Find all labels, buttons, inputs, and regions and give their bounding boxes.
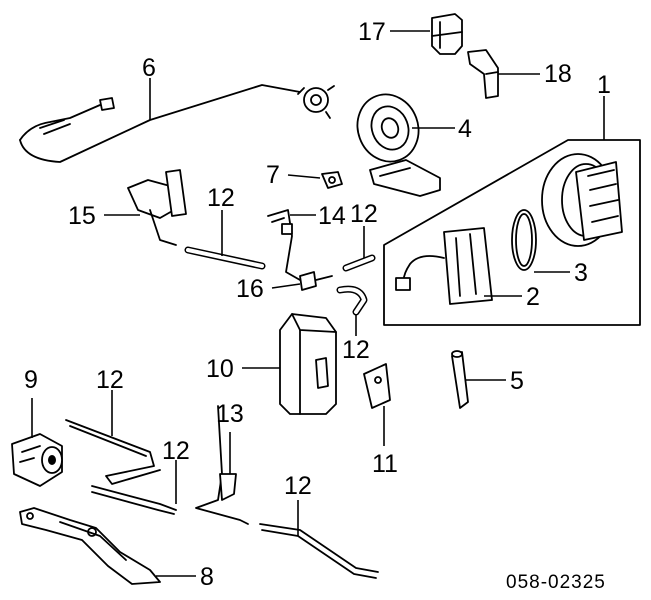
part-9-pulley (11, 433, 63, 487)
callout-16: 16 (236, 275, 264, 303)
part-2-field-coil (395, 227, 493, 305)
part-11-bracket (363, 363, 391, 409)
callout-14: 14 (318, 202, 346, 230)
callout-1: 1 (597, 71, 611, 99)
callout-9: 9 (24, 366, 38, 394)
part-15-bracket (127, 169, 187, 246)
callout-10: 10 (206, 355, 234, 383)
callout-4: 4 (458, 115, 472, 143)
part-8-bracket-arm (19, 507, 161, 585)
part-1-clutch-pulley (541, 153, 623, 247)
callout-17: 17 (358, 18, 386, 46)
part-4-pulley-bracket (356, 93, 441, 197)
callout-12e: 12 (162, 437, 190, 465)
callout-7: 7 (266, 161, 280, 189)
part-6-cable (19, 84, 335, 163)
leader-16 (271, 283, 301, 289)
part-1-assembly-frame (383, 139, 641, 326)
part-14-pipe (267, 209, 301, 281)
part-7-clip (321, 171, 343, 189)
part-12-rod-d (65, 419, 161, 485)
part-5-tube (451, 350, 469, 409)
part-12-hose-e (91, 485, 177, 515)
callout-12b: 12 (350, 200, 378, 228)
diagram-code: 058-02325 (506, 572, 606, 593)
callout-12a: 12 (207, 184, 235, 212)
callout-3: 3 (574, 259, 588, 287)
callout-6: 6 (142, 54, 156, 82)
part-18-bracket (467, 49, 499, 99)
callout-12f: 12 (284, 472, 312, 500)
part-10-canister (279, 313, 337, 415)
part-12-rod-f (259, 523, 379, 579)
callout-12c: 12 (342, 336, 370, 364)
callout-2: 2 (526, 283, 540, 311)
leader-7 (287, 174, 321, 179)
callout-12d: 12 (96, 366, 124, 394)
part-13-rod (195, 405, 249, 525)
callout-15: 15 (68, 202, 96, 230)
part-12-hose-a (184, 246, 266, 270)
part-16-valve (299, 271, 333, 291)
callout-5: 5 (510, 367, 524, 395)
part-12-hose-b (342, 254, 376, 272)
part-3-ring (511, 209, 537, 271)
callout-11: 11 (372, 450, 398, 478)
part-17-clip (431, 13, 463, 55)
part-12-hose-c (336, 285, 368, 316)
callout-8: 8 (200, 563, 214, 591)
callout-13: 13 (216, 400, 244, 428)
callout-18: 18 (544, 60, 572, 88)
